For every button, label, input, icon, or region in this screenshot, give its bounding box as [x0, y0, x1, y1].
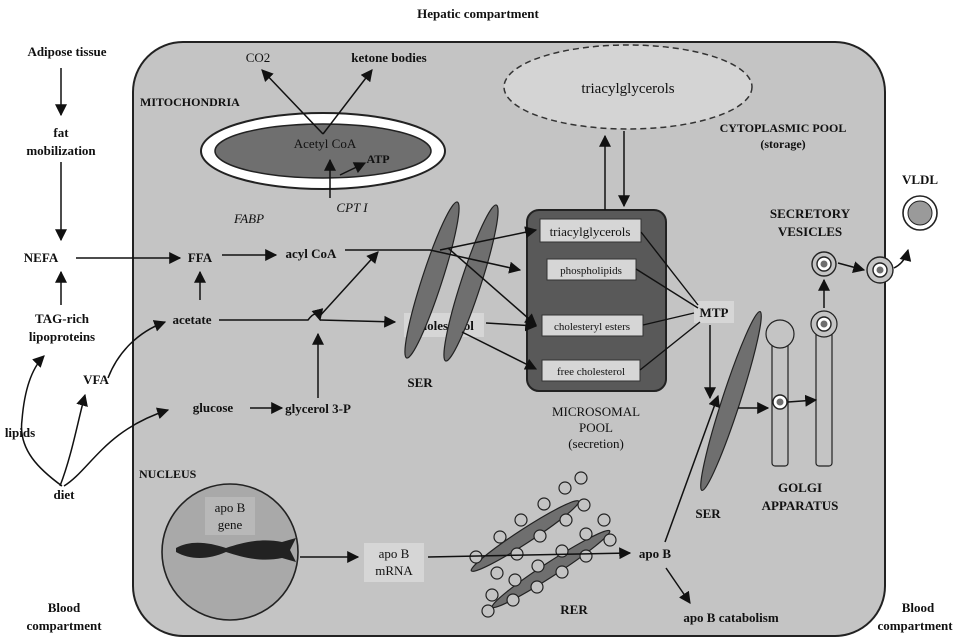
hepatic-cell [132, 41, 886, 637]
blood-right-1: Blood [902, 600, 935, 615]
ser-right-label: SER [695, 506, 721, 521]
cytoplasmic-tag-ellipse [503, 44, 753, 130]
fabp-label: FABP [233, 211, 264, 226]
microsomal-label-1: MICROSOMAL [552, 404, 640, 419]
atp: ATP [366, 152, 389, 166]
fat-mobilization-1: fat [53, 125, 69, 140]
acyl-coa: acyl CoA [286, 246, 338, 261]
golgi-vesicle-b-core [820, 320, 828, 328]
mtp: MTP [700, 305, 729, 320]
arrows [20, 68, 912, 604]
cytoplasmic-pool-sublabel: (storage) [760, 137, 805, 151]
mp-box-4 [541, 359, 641, 382]
golgi-label-2: APPARATUS [762, 498, 839, 513]
tag-rich-2: lipoproteins [29, 329, 95, 344]
microsomal-label-3: (secretion) [568, 436, 624, 451]
cytoplasmic-pool-label: CYTOPLASMIC POOL [720, 121, 847, 135]
blood-right-2: compartment [877, 618, 953, 633]
mrna-box [364, 543, 424, 582]
apo-b-gene-1: apo B [215, 500, 246, 515]
ser-left-cisterna-2 [443, 204, 499, 362]
apo-b-gene-2: gene [218, 517, 243, 532]
microsomal-label-2: POOL [579, 420, 613, 435]
mtp-box [694, 301, 734, 323]
blood-left-2: compartment [26, 618, 102, 633]
rer [469, 471, 617, 618]
vldl-core [907, 200, 933, 226]
apo-b: apo B [639, 546, 671, 561]
glucose: glucose [193, 400, 234, 415]
ribosomes [469, 471, 617, 618]
mp-cholesteryl-esters: cholesteryl esters [554, 321, 630, 333]
acetate: acetate [173, 312, 212, 327]
lipids: lipids [5, 425, 35, 440]
co2: CO2 [246, 50, 271, 65]
mp-phospholipids: phospholipids [560, 265, 622, 277]
microsomal-pool [526, 209, 667, 392]
golgi-stack-2 [815, 319, 833, 467]
ser-left-cisterna-1 [404, 201, 460, 359]
tag-rich-1: TAG-rich [35, 311, 90, 326]
apo-b-catabolism: apo B catabolism [683, 610, 779, 625]
vldl: VLDL [902, 172, 938, 187]
diagram-title: Hepatic compartment [417, 6, 539, 21]
acetyl-coa: Acetyl CoA [294, 136, 357, 151]
golgi-label-1: GOLGI [778, 480, 822, 495]
ser-right-cisterna [700, 310, 762, 492]
ffa: FFA [188, 250, 213, 265]
mp-free-cholesterol: free cholesterol [557, 366, 625, 378]
diet: diet [54, 487, 76, 502]
mp-box-3 [541, 314, 644, 337]
adipose-tissue: Adipose tissue [27, 44, 106, 59]
nefa: NEFA [24, 250, 59, 265]
mp-triacylglycerols: triacylglycerols [550, 224, 631, 239]
chromosome-icon [176, 538, 296, 562]
secretory-vesicle-core [820, 260, 828, 268]
secretory-label-2: VESICLES [778, 224, 842, 239]
mrna-1: apo B [379, 546, 410, 561]
secretory-label-1: SECRETORY [770, 206, 851, 221]
blood-left-1: Blood [48, 600, 81, 615]
mitochondria-label: MITOCHONDRIA [140, 95, 240, 109]
mp-box-1 [539, 218, 642, 243]
ser-left-label: SER [407, 375, 433, 390]
mtp-links [635, 231, 701, 371]
golgi-vesicle-a-core [776, 398, 784, 406]
mrna-2: mRNA [375, 563, 413, 578]
rer-label: RER [560, 602, 588, 617]
ketone-bodies: ketone bodies [351, 50, 426, 65]
golgi-bulb-1 [765, 319, 795, 349]
fat-mobilization-2: mobilization [26, 143, 96, 158]
exocytosis-vesicle-core [876, 266, 884, 274]
vfa: VFA [83, 372, 109, 387]
cpt1-label: CPT I [336, 200, 368, 215]
apo-b-gene-box [205, 497, 255, 535]
mitochondrion-inner [214, 123, 432, 179]
glycerol-3p: glycerol 3-P [285, 401, 351, 416]
cytoplasmic-tag-label: triacylglycerols [581, 81, 674, 97]
nucleus-label: NUCLEUS [139, 467, 197, 481]
